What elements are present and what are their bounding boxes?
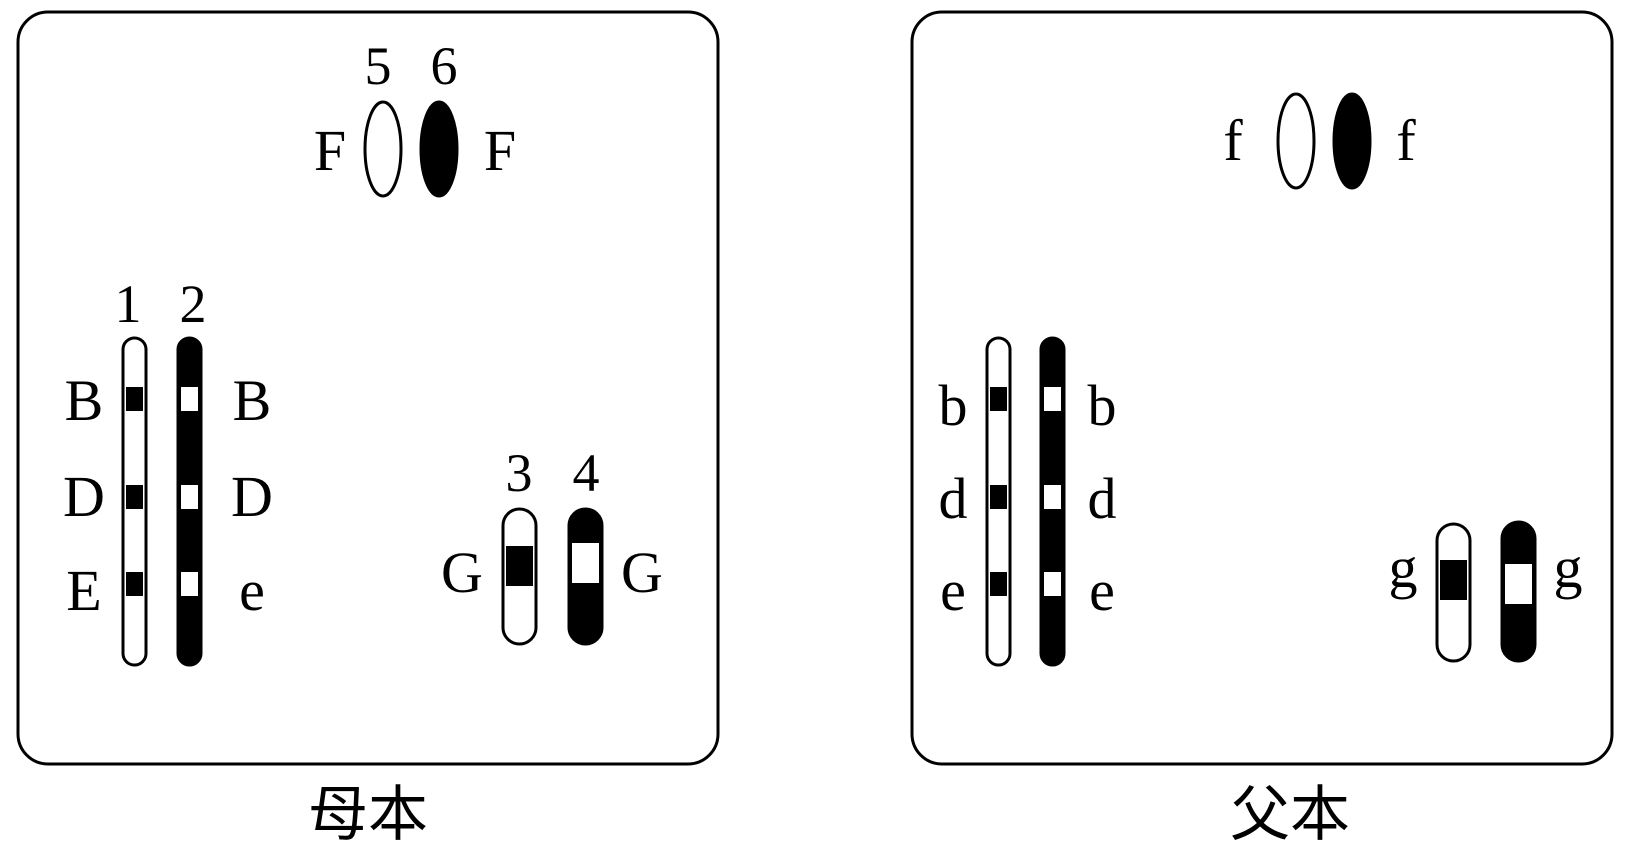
- mother-panel: 5 6 F F 1 2 B D E B D e: [18, 12, 718, 764]
- gene-label-father-chromosome-2-d: d: [1088, 466, 1117, 531]
- gene-label-chromosome-4: G: [621, 540, 663, 605]
- father-chromosome-1-band-e: [990, 572, 1007, 596]
- gene-label-father-chromosome-1-e: e: [940, 558, 966, 623]
- gene-label-chromosome-1-b: B: [65, 368, 104, 433]
- father-chromosome-2-band-b: [1044, 387, 1061, 411]
- gene-label-father-chromosome-1-b: b: [939, 373, 968, 438]
- gene-label-chromosome-2-e: e: [239, 558, 265, 623]
- gene-label-chromosome-2-d: D: [231, 464, 273, 529]
- gene-label-father-chromosome-5: f: [1223, 108, 1243, 173]
- gene-label-chromosome-6: F: [484, 118, 516, 183]
- father-panel: f f b d e b d e g g: [912, 12, 1612, 764]
- chromosome-2-band-b: [181, 387, 198, 411]
- father-chromosome-5: [1278, 94, 1314, 188]
- gene-label-father-chromosome-3: g: [1389, 535, 1418, 600]
- chromosome-3-band-g: [506, 546, 533, 586]
- chromosome-1-band-d: [126, 485, 143, 509]
- gene-label-father-chromosome-2-e: e: [1089, 558, 1115, 623]
- father-chromosome-1-band-d: [990, 485, 1007, 509]
- gene-label-father-chromosome-6: f: [1396, 108, 1416, 173]
- gene-label-father-chromosome-2-b: b: [1088, 373, 1117, 438]
- father-chromosome-4-band-g: [1505, 564, 1532, 604]
- father-panel-caption: 父本: [1230, 780, 1350, 850]
- father-chromosome-2-band-e: [1044, 572, 1061, 596]
- father-chromosome-1-band-b: [990, 387, 1007, 411]
- chromosome-6: [421, 102, 457, 196]
- chromosome-1-band-e: [126, 572, 143, 596]
- father-chromosome-6: [1334, 94, 1370, 188]
- gene-label-chromosome-5: F: [314, 118, 346, 183]
- gene-label-chromosome-1-e: E: [66, 558, 101, 623]
- label-chromosome-6: 6: [431, 36, 458, 96]
- label-chromosome-1: 1: [115, 274, 142, 334]
- chromosome-1-band-b: [126, 387, 143, 411]
- chromosome-4-band-g: [572, 543, 599, 583]
- gene-label-father-chromosome-1-d: d: [939, 466, 968, 531]
- label-chromosome-5: 5: [365, 36, 392, 96]
- gene-label-chromosome-1-d: D: [63, 464, 105, 529]
- chromosome-2-band-e: [181, 572, 198, 596]
- father-chromosome-3-band-g: [1440, 560, 1467, 600]
- chromosome-5: [365, 102, 401, 196]
- chromosome-2-band-d: [181, 485, 198, 509]
- label-chromosome-4: 4: [573, 443, 600, 503]
- label-chromosome-2: 2: [180, 274, 207, 334]
- mother-panel-caption: 母本: [308, 780, 428, 850]
- gene-label-chromosome-3: G: [441, 540, 483, 605]
- gene-label-chromosome-2-b: B: [233, 368, 272, 433]
- gene-label-father-chromosome-4: g: [1554, 535, 1583, 600]
- father-chromosome-2-band-d: [1044, 485, 1061, 509]
- label-chromosome-3: 3: [506, 443, 533, 503]
